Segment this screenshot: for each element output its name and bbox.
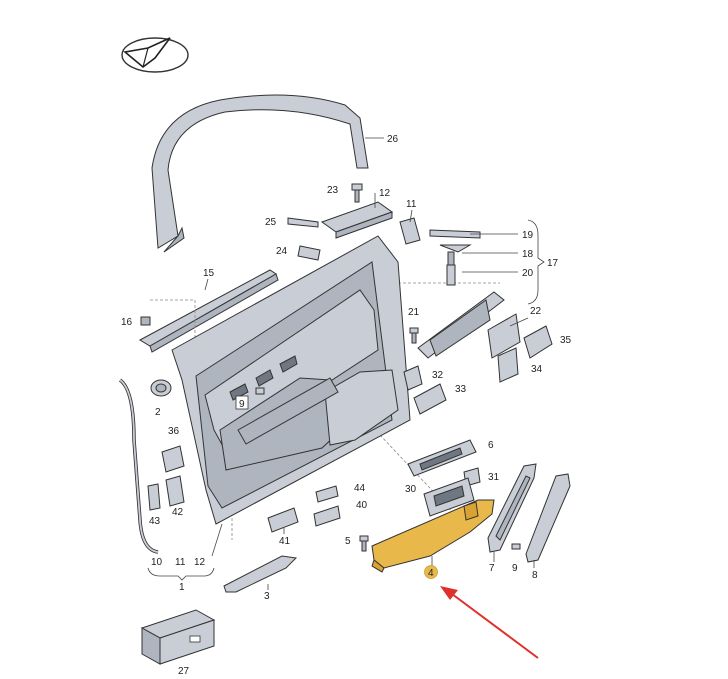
callout-33: 33 [455,384,467,395]
part-9-screw [235,387,265,410]
callout-36: 36 [168,426,180,437]
callout-4-badge [424,565,438,579]
part-6-switch-strip [407,439,477,477]
part-36-switch [161,445,185,473]
part-21-bolt [409,327,419,344]
part-41-module [267,507,299,533]
red-pointer-arrow [440,586,539,659]
part-32-button [403,365,423,391]
part-11-bracket [399,217,421,245]
callout-35: 35 [560,335,572,346]
part-34-switch [497,347,519,383]
part-26-window-frame-trim [151,94,369,253]
part-44-bulb [315,485,339,503]
callout-31: 31 [488,472,500,483]
callout-23: 23 [327,185,339,196]
callout-43: 43 [149,516,161,527]
callout-10: 10 [151,557,163,568]
callout-21: 21 [408,307,420,318]
callout-1: 1 [179,582,185,593]
callout-41: 41 [279,536,291,547]
part-3-pull-handle [223,555,298,593]
part-27-box [140,609,216,665]
callout-12-bottom: 12 [194,557,206,568]
callout-3: 3 [264,591,270,602]
callout-40: 40 [356,500,368,511]
callout-30: 30 [405,484,417,495]
callout-44: 44 [354,483,366,494]
callout-9-lower: 9 [512,563,518,574]
part-42-switch [165,475,185,507]
part-9-screw-lower [511,543,521,550]
part-25-pin [287,217,319,228]
callout-34: 34 [531,364,543,375]
callout-12-top: 12 [379,188,391,199]
door-trim-panel [171,235,411,525]
callout-19: 19 [522,230,534,241]
part-12-cover [320,201,394,239]
part-35-switch [523,325,553,359]
callout-25: 25 [265,217,277,228]
callout-6: 6 [488,440,494,451]
callout-42: 42 [172,507,184,518]
part-7-trim-strip [487,463,537,553]
part-2-speaker [150,379,172,397]
part-30-switch-block [423,477,475,517]
part-19-18-20-group [429,229,481,286]
callout-26: 26 [387,134,399,145]
callout-5: 5 [345,536,351,547]
callout-2: 2 [155,407,161,418]
part-16-clip [140,316,151,326]
callout-32: 32 [432,370,444,381]
callout-9-upper: 9 [239,399,245,410]
direction-compass-icon [121,37,189,73]
callout-27: 27 [178,666,190,677]
part-15-window-strip [138,269,279,353]
part-33-handle [413,383,447,415]
callout-11-top: 11 [406,199,417,210]
callout-22: 22 [530,306,542,317]
part-8-trim-strip [525,473,571,563]
callout-18: 18 [522,249,534,260]
callout-17: 17 [547,258,559,269]
part-10-seal-strip [118,378,159,554]
part-4-armrest-highlighted [371,499,495,573]
callout-7: 7 [489,563,495,574]
part-40-lamp [313,505,341,527]
callout-11-bottom: 11 [175,557,186,568]
callout-20: 20 [522,268,534,279]
part-23-screw [351,183,363,203]
callout-16: 16 [121,317,133,328]
callout-8: 8 [532,570,538,581]
part-24-clip [297,245,321,261]
callout-15: 15 [203,268,215,279]
callout-24: 24 [276,246,288,257]
part-5-screw [359,535,369,552]
part-43-clip [147,483,161,511]
callout-4: 4 [428,568,434,579]
part-22-frame [417,291,521,359]
